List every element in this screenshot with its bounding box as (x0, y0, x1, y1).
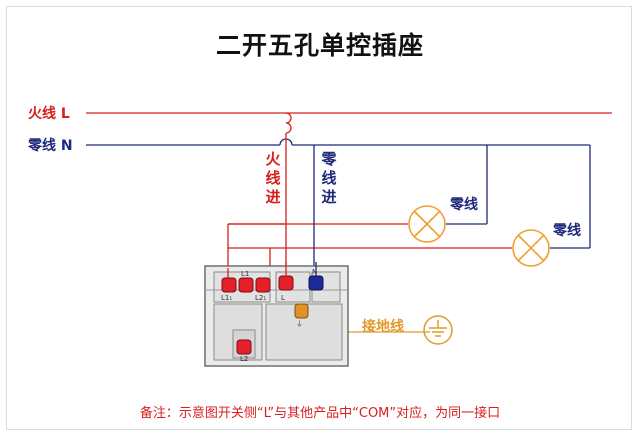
neutral-in-label: 零线进 (321, 150, 337, 206)
label-n: N (312, 268, 318, 276)
label-l2-1: L2₁ (255, 294, 267, 302)
label-l1-1: L1₁ (221, 294, 233, 302)
label-l1: L1 (241, 270, 250, 278)
ground-wire-label: 接地线 (362, 319, 404, 335)
label-ground-terminal: ⏚ (296, 320, 303, 328)
neutral-wire-label: 零线 N (28, 138, 73, 154)
lamp-1 (408, 205, 446, 243)
label-l: L (281, 294, 285, 302)
terminal-l1-1 (221, 277, 237, 293)
ground-icon (423, 315, 453, 345)
socket-module (204, 265, 349, 367)
lamp-1-label: 零线 (450, 197, 478, 213)
label-l2: L2 (240, 355, 249, 363)
live-wire-label: 火线 L (28, 106, 70, 122)
terminal-leads (227, 262, 287, 278)
terminal-n (308, 275, 324, 291)
diagram-title: 二开五孔单控插座 (215, 31, 424, 60)
neutral-wire (86, 138, 590, 146)
terminal-l (278, 275, 294, 291)
terminal-l2 (236, 339, 252, 355)
live-in-label: 火线进 (265, 150, 281, 206)
terminal-l2-1 (255, 277, 271, 293)
lamp-2 (512, 229, 550, 267)
neutral-drop (313, 145, 591, 270)
lamp-2-label: 零线 (553, 223, 581, 239)
terminal-ground (294, 303, 309, 319)
terminal-l1 (238, 277, 254, 293)
footnote: 备注：示意图开关侧“L”与其他产品中“COM”对应，为同一接口 (139, 406, 501, 421)
diagram-frame (6, 6, 632, 430)
